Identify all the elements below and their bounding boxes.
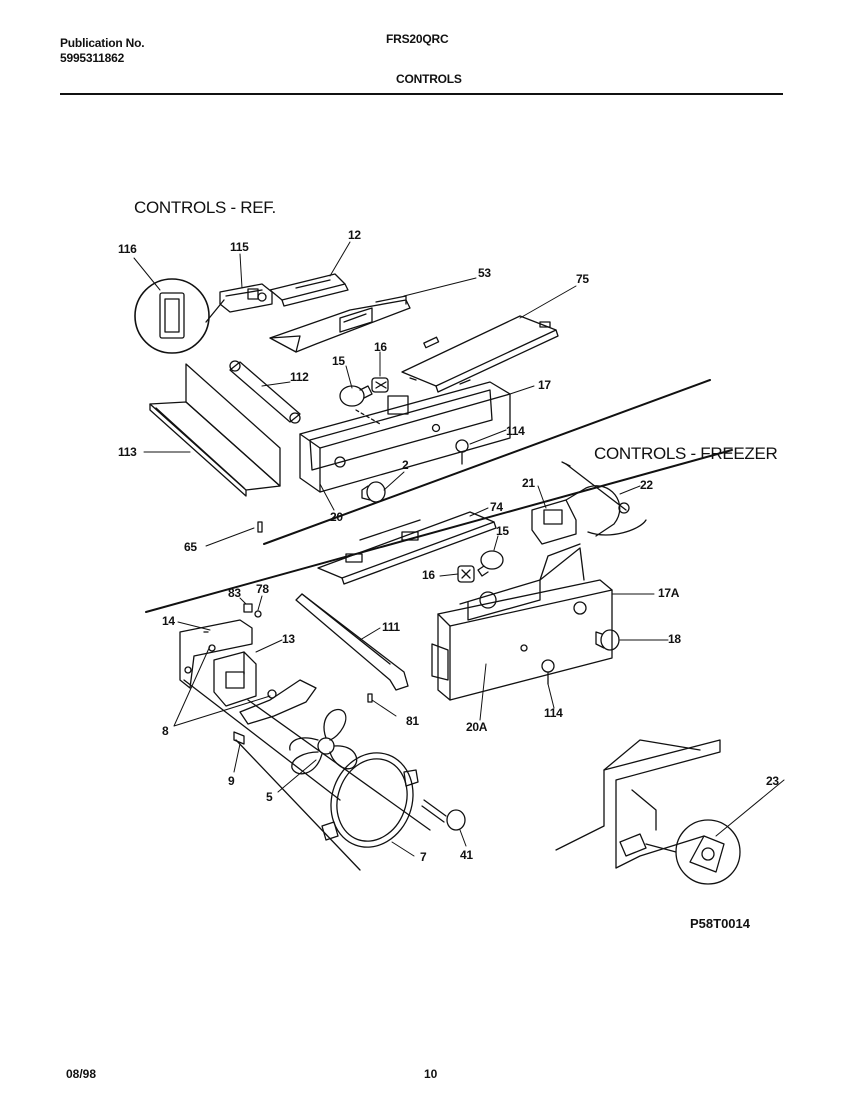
part-15b-bulb bbox=[477, 550, 504, 577]
part-label-16: 16 bbox=[374, 340, 387, 354]
part-15-bulb bbox=[339, 385, 373, 407]
part-7-shroud bbox=[321, 752, 419, 848]
part-16b-socket bbox=[457, 565, 475, 583]
part-label-65: 65 bbox=[184, 540, 197, 554]
part-2-knob bbox=[361, 481, 386, 503]
part-label-20: 20 bbox=[330, 510, 343, 524]
part-18-knob bbox=[595, 629, 620, 651]
title-controls-ref: CONTROLS - REF. bbox=[134, 198, 276, 217]
divider-line-lower bbox=[145, 449, 733, 613]
part-label-16b: 16 bbox=[422, 568, 435, 582]
socket-dashed-link bbox=[355, 409, 381, 425]
part-5-fan-blade bbox=[289, 708, 358, 775]
part-label-17a: 17A bbox=[658, 586, 680, 600]
leader-lines bbox=[133, 241, 785, 857]
part-112-rod bbox=[229, 360, 301, 424]
part-16-socket bbox=[371, 377, 389, 393]
part-41-screw bbox=[421, 799, 466, 831]
footer-date: 08/98 bbox=[66, 1067, 97, 1081]
part-83-clip bbox=[243, 603, 253, 613]
part-114b-screw bbox=[541, 659, 555, 685]
part-78-screw bbox=[254, 610, 262, 618]
part-label-83: 83 bbox=[228, 586, 241, 600]
part-114-screw bbox=[455, 439, 469, 465]
part-label-15: 15 bbox=[332, 354, 345, 368]
part-111-bracket bbox=[295, 593, 409, 691]
figure-number: P58T0014 bbox=[690, 916, 750, 931]
part-label-14: 14 bbox=[162, 614, 175, 628]
part-label-8: 8 bbox=[162, 724, 169, 738]
divider-line-upper bbox=[263, 379, 711, 545]
part-label-113: 113 bbox=[118, 445, 137, 459]
header-rule bbox=[60, 93, 783, 95]
part-label-15b: 15 bbox=[496, 524, 509, 538]
part-label-78: 78 bbox=[256, 582, 269, 596]
part-label-81: 81 bbox=[406, 714, 419, 728]
page-number: 10 bbox=[424, 1067, 438, 1081]
part-label-21: 21 bbox=[522, 476, 535, 490]
part-22-capillary bbox=[561, 461, 647, 536]
section-title: CONTROLS bbox=[396, 72, 462, 86]
part-label-7: 7 bbox=[420, 850, 427, 864]
part-115-switch bbox=[219, 283, 273, 313]
part-8-support bbox=[233, 679, 317, 745]
part-21-thermostat bbox=[531, 485, 630, 545]
part-label-111: 111 bbox=[382, 620, 400, 634]
part-53-housing bbox=[269, 295, 411, 353]
part-label-53: 53 bbox=[478, 266, 491, 280]
motor-shaft-line bbox=[183, 679, 431, 871]
part-label-41: 41 bbox=[460, 848, 473, 862]
part-label-12: 12 bbox=[348, 228, 361, 242]
part-label-23: 23 bbox=[766, 774, 779, 788]
model-number: FRS20QRC bbox=[386, 32, 449, 46]
publication-number: 5995311862 bbox=[60, 51, 125, 65]
part-label-112: 112 bbox=[290, 370, 309, 384]
part-label-13: 13 bbox=[282, 632, 295, 646]
part-65-screw bbox=[257, 521, 263, 533]
part-75-strip bbox=[401, 315, 559, 393]
part-13-motor bbox=[213, 651, 257, 707]
title-controls-freezer: CONTROLS - FREEZER bbox=[594, 444, 778, 463]
part-label-114: 114 bbox=[506, 424, 525, 438]
part-113-shade bbox=[149, 363, 281, 497]
part-23-cabinet-detail bbox=[555, 739, 741, 885]
publication-label: Publication No. bbox=[60, 36, 145, 50]
part-74-plate bbox=[317, 511, 497, 585]
part-14-bracket bbox=[179, 619, 253, 689]
part-label-17: 17 bbox=[538, 378, 551, 392]
part-label-116: 116 bbox=[118, 242, 137, 256]
part-label-22: 22 bbox=[640, 478, 653, 492]
part-label-20a: 20A bbox=[466, 720, 488, 734]
part-116-detail-circle bbox=[134, 278, 225, 354]
part-81-screw bbox=[367, 693, 373, 703]
part-12-cover bbox=[269, 273, 349, 307]
part-label-114b: 114 bbox=[544, 706, 563, 720]
part-17-control-box bbox=[299, 379, 511, 493]
part-label-75: 75 bbox=[576, 272, 589, 286]
part-label-18: 18 bbox=[668, 632, 681, 646]
part-label-2: 2 bbox=[402, 458, 409, 472]
part-label-5: 5 bbox=[266, 790, 273, 804]
part-label-74: 74 bbox=[490, 500, 503, 514]
part-label-115: 115 bbox=[230, 240, 249, 254]
part-label-9: 9 bbox=[228, 774, 235, 788]
part-17a-control-box bbox=[431, 543, 613, 701]
